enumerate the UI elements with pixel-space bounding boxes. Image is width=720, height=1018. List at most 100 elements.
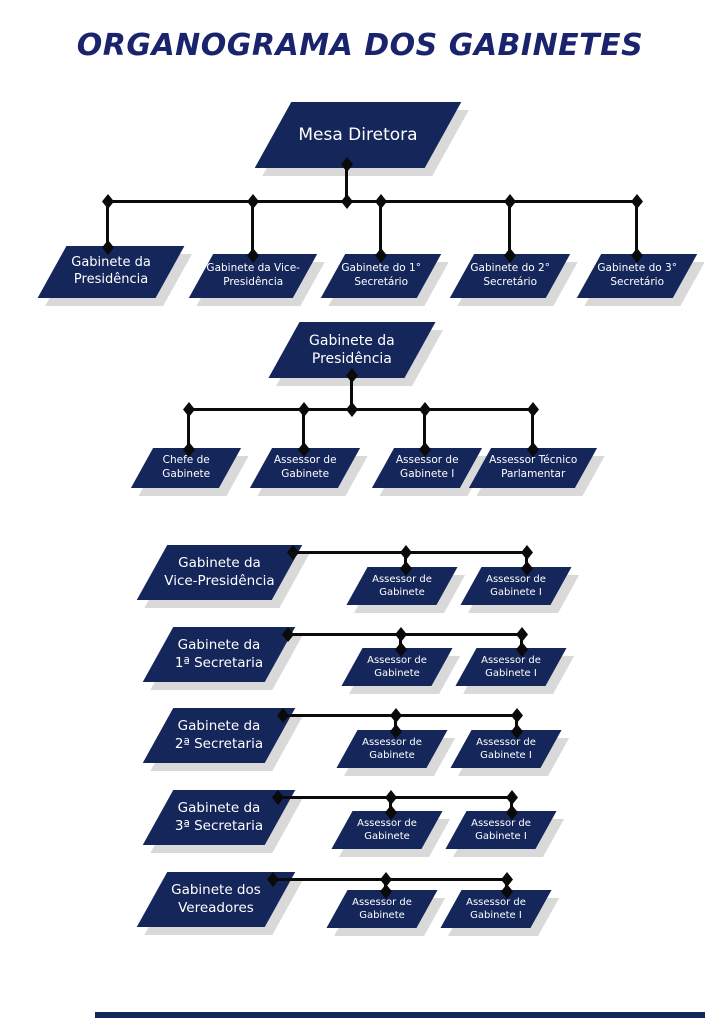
node-row-assessor-gabinete-i: Assessor de Gabinete I — [450, 730, 562, 768]
node-row-assessor-gabinete-i: Assessor de Gabinete I — [455, 648, 567, 686]
connector-line-vertical — [508, 202, 511, 256]
node-row-assessor-gabinete: Assessor de Gabinete — [331, 811, 443, 849]
node-row-assessor-gabinete-i: Assessor de Gabinete I — [440, 890, 552, 928]
node-row-assessor-gabinete-i: Assessor de Gabinete I — [445, 811, 557, 849]
connector-diamond — [419, 442, 431, 457]
node-row-assessor-gabinete-i: Assessor de Gabinete I — [460, 567, 572, 605]
node-label: Assessor de Gabinete I — [471, 818, 531, 842]
connector-diamond — [272, 790, 284, 805]
connector-line-vertical — [510, 798, 513, 813]
connector-line-vertical — [525, 553, 528, 569]
connector-line-vertical — [251, 202, 254, 256]
node-label: Gabinete do 2° Secretário — [470, 262, 550, 288]
node-row-gabinete-3-secretaria: Gabinete da 3ª Secretaria — [142, 790, 296, 845]
node-label: Assessor de Gabinete I — [481, 655, 541, 679]
node-row-assessor-gabinete: Assessor de Gabinete — [341, 648, 453, 686]
connector-diamond — [247, 194, 259, 209]
connector-line-vertical — [394, 716, 397, 732]
connector-diamond — [298, 402, 310, 417]
node-row-gabinete-1-secretaria: Gabinete da 1ª Secretaria — [142, 627, 296, 682]
node-label: Assessor de Gabinete — [367, 655, 427, 679]
connector-line-vertical — [350, 376, 353, 410]
connector-line-vertical — [635, 202, 638, 256]
connector-diamond — [385, 805, 397, 820]
node-label: Assessor de Gabinete — [362, 737, 422, 761]
connector-diamond — [504, 194, 516, 209]
node-row-gabinete-2-secretaria: Gabinete da 2ª Secretaria — [142, 708, 296, 763]
connector-line-vertical — [404, 553, 407, 569]
node-row-assessor-gabinete: Assessor de Gabinete — [346, 567, 458, 605]
node-label: Assessor Técnico Parlamentar — [488, 454, 578, 480]
connector-diamond — [375, 194, 387, 209]
connector-diamond — [631, 194, 643, 209]
connector-diamond — [298, 442, 310, 457]
connector-diamond — [282, 627, 294, 642]
connector-diamond — [183, 442, 195, 457]
connector-diamond — [506, 790, 518, 805]
connector-line-vertical — [302, 410, 305, 450]
connector-diamond — [183, 402, 195, 417]
node-row-assessor-gabinete: Assessor de Gabinete — [336, 730, 448, 768]
connector-line-horizontal — [189, 408, 533, 411]
node-label: Gabinete dos Vereadores — [171, 881, 261, 916]
connector-diamond — [501, 884, 513, 899]
connector-line-vertical — [345, 165, 348, 202]
connector-diamond — [506, 805, 518, 820]
connector-diamond — [511, 708, 523, 723]
node-label: Mesa Diretora — [298, 124, 418, 145]
connector-line-vertical — [399, 635, 402, 650]
connector-diamond — [102, 240, 114, 255]
node-label: Gabinete da Presidência — [71, 255, 151, 287]
node-label: Assessor de Gabinete I — [476, 737, 536, 761]
node-label: Assessor de Gabinete — [273, 454, 337, 480]
connector-line-horizontal — [108, 200, 638, 203]
connector-diamond — [267, 872, 279, 887]
node-label: Gabinete do 3° Secretário — [597, 262, 677, 288]
connector-diamond — [521, 561, 533, 576]
connector-line-vertical — [187, 410, 190, 450]
connector-diamond — [390, 708, 402, 723]
node-label: Gabinete da Vice-Presidência — [164, 554, 275, 589]
connector-diamond — [395, 627, 407, 642]
connector-line-vertical — [515, 716, 518, 732]
connector-diamond — [287, 545, 299, 560]
connector-diamond — [511, 724, 523, 739]
connector-diamond — [400, 545, 412, 560]
page-title: ORGANOGRAMA DOS GABINETES — [76, 28, 644, 63]
footer-bar — [95, 1012, 705, 1018]
connector-diamond — [385, 790, 397, 805]
node-label: Gabinete da Presidência — [309, 332, 395, 367]
connector-diamond — [375, 248, 387, 263]
connector-line-vertical — [106, 202, 109, 248]
connector-diamond — [400, 561, 412, 576]
connector-diamond — [504, 248, 516, 263]
connector-diamond — [102, 194, 114, 209]
connector-diamond — [395, 642, 407, 657]
connector-diamond — [527, 402, 539, 417]
connector-line-vertical — [389, 798, 392, 813]
connector-line-vertical — [379, 202, 382, 256]
node-label: Assessor de Gabinete I — [466, 897, 526, 921]
connector-diamond — [247, 248, 259, 263]
connector-diamond — [380, 884, 392, 899]
connector-diamond — [277, 708, 289, 723]
connector-diamond — [346, 368, 358, 383]
connector-line-vertical — [423, 410, 426, 450]
node-chefe-de-gabinete: Chefe de Gabinete — [130, 448, 242, 488]
connector-line-vertical — [520, 635, 523, 650]
node-label: Gabinete da 3ª Secretaria — [174, 799, 264, 834]
node-label: Gabinete do 1° Secretário — [341, 262, 421, 288]
connector-diamond — [516, 627, 528, 642]
node-label: Assessor de Gabinete I — [395, 454, 459, 480]
node-label: Assessor de Gabinete I — [486, 574, 546, 598]
connector-diamond — [346, 402, 358, 417]
node-label: Assessor de Gabinete — [357, 818, 417, 842]
connector-diamond — [631, 248, 643, 263]
node-label: Assessor de Gabinete — [372, 574, 432, 598]
connector-diamond — [527, 442, 539, 457]
node-row-assessor-gabinete: Assessor de Gabinete — [326, 890, 438, 928]
connector-line-vertical — [531, 410, 534, 450]
connector-diamond — [521, 545, 533, 560]
connector-diamond — [390, 724, 402, 739]
connector-diamond — [380, 872, 392, 887]
